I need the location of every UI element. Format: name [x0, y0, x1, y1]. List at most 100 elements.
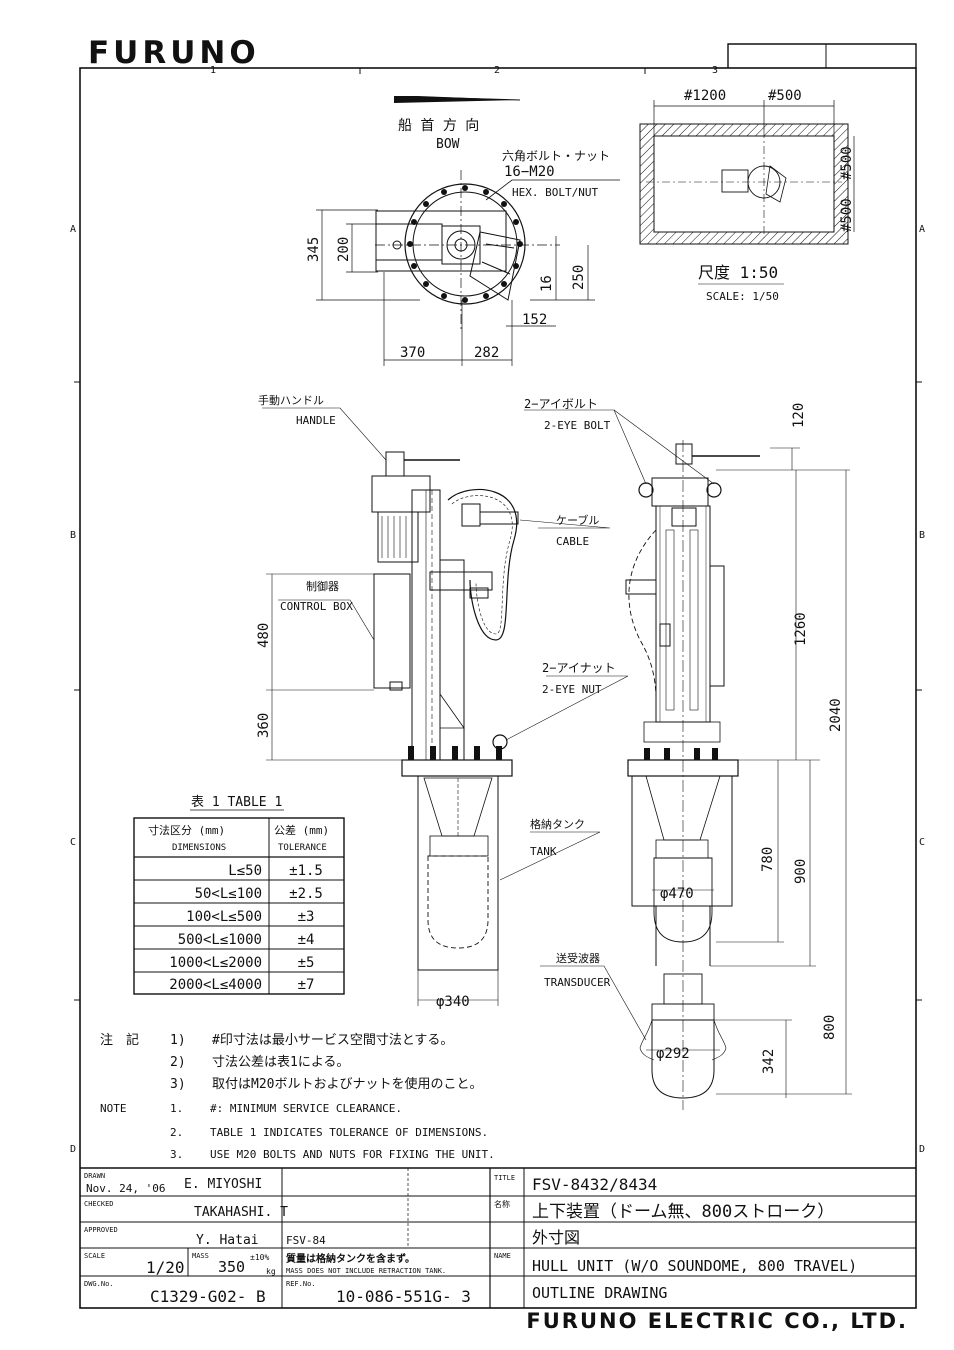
table-cell-dim: 2000<L≤4000 [169, 977, 262, 993]
dim-500-top: #500 [768, 88, 802, 104]
mass-value: 350 [218, 1258, 245, 1276]
dim-360: 360 [256, 713, 272, 738]
mass-note-en: MASS DOES NOT INCLUDE RETRACTION TANK. [286, 1267, 446, 1275]
clearance-view [639, 100, 855, 245]
scale-value: 1/20 [146, 1258, 185, 1277]
dim-200: 200 [336, 237, 352, 262]
mass-tolerance: ±10% [250, 1253, 269, 1262]
table-cell-dim: 1000<L≤2000 [169, 955, 262, 971]
top-view-labels: 船 首 方 向 BOW 六角ボルト・ナット 16−M20 HEX. BOLT/N… [398, 118, 610, 199]
row-label-d-right: D [919, 1144, 925, 1155]
eye-nut-label-jp: 2−アイナット [542, 661, 616, 675]
tank-label-en: TANK [530, 845, 557, 858]
table-cell-tol: ±1.5 [289, 863, 323, 879]
dim-phi292: φ292 [656, 1046, 690, 1062]
product-name-en: HULL UNIT (W/O SOUNDOME, 800 TRAVEL) [532, 1257, 857, 1275]
dim-phi470: φ470 [660, 886, 694, 902]
bow-label-en: BOW [436, 137, 460, 152]
side-view [262, 407, 519, 1006]
note-jp-number: 2) [170, 1055, 186, 1070]
drawing-frame [74, 43, 922, 1309]
handle-label-jp: 手動ハンドル [258, 393, 324, 407]
control-box-label-en: CONTROL BOX [280, 600, 353, 613]
checked-label: CHECKED [84, 1200, 114, 1208]
scale-label: SCALE [84, 1252, 105, 1260]
approved-by: Y. Hatai [196, 1233, 259, 1248]
row-label-a-right: A [919, 224, 925, 235]
dwg-number: C1329-G02- B [150, 1287, 266, 1306]
title-block-text: DRAWN Nov. 24, '06 E. MIYOSHI CHECKED TA… [84, 1172, 857, 1306]
mass-note-jp: 質量は格納タンクを含まず。 [286, 1252, 415, 1265]
dim-500-right-upper: #500 [839, 146, 855, 180]
col-label-2: 2 [494, 65, 500, 76]
drawn-by: E. MIYOSHI [184, 1177, 262, 1192]
transducer-label-jp: 送受波器 [556, 951, 600, 965]
mass-unit: kg [266, 1267, 276, 1276]
row-label-b-right: B [919, 530, 925, 541]
row-label-c-left: C [70, 837, 76, 848]
dim-480: 480 [256, 623, 272, 648]
title-label: TITLE [494, 1174, 515, 1182]
checked-by: TAKAHASHI. T [194, 1205, 288, 1220]
table-cell-dim: 500<L≤1000 [178, 932, 262, 948]
bolt-label-jp: 六角ボルト・ナット [502, 149, 610, 163]
mass-label: MASS [192, 1252, 209, 1260]
table-cell-tol: ±3 [298, 909, 315, 925]
dim-2040: 2040 [828, 698, 844, 732]
scale-en: SCALE: 1/50 [706, 290, 779, 303]
model-ref: FSV-84 [286, 1234, 326, 1247]
row-label-c-right: C [919, 837, 925, 848]
dim-500-right-lower: #500 [839, 198, 855, 232]
dim-342: 342 [761, 1049, 777, 1074]
furuno-logo: FURUNO [88, 35, 260, 71]
top-view-dims [316, 209, 595, 366]
note-en-text: USE M20 BOLTS AND NUTS FOR FIXING THE UN… [210, 1148, 495, 1161]
tol-header-en: TOLERANCE [278, 843, 327, 853]
scale-jp: 尺度 1:50 [698, 263, 778, 282]
col-label-1: 1 [210, 65, 216, 76]
table-cell-tol: ±4 [298, 932, 315, 948]
eye-nut-label-en: 2-EYE NUT [542, 683, 602, 696]
dim-16: 16 [539, 275, 555, 292]
eye-bolt-label-jp: 2−アイボルト [524, 397, 598, 411]
drawn-date: Nov. 24, '06 [86, 1182, 165, 1195]
row-label-d-left: D [70, 1144, 76, 1155]
row-label-a-left: A [70, 224, 76, 235]
row-label-b-left: B [70, 530, 76, 541]
ref-number: 10-086-551G- 3 [336, 1287, 471, 1306]
dim-152: 152 [522, 312, 547, 328]
dim-120: 120 [791, 403, 807, 428]
notes-label-en: NOTE [100, 1102, 127, 1115]
bolt-label-en: HEX. BOLT/NUT [512, 186, 598, 199]
note-jp-number: 1) [170, 1033, 186, 1048]
table-title: 表 1 TABLE 1 [191, 795, 282, 810]
notes: 注 記 1) #印寸法は最小サービス空間寸法とする。 2) 寸法公差は表1による… [100, 1032, 495, 1161]
drawing-type-jp: 外寸図 [532, 1228, 580, 1247]
company-name: FURUNO ELECTRIC CO., LTD. [526, 1309, 908, 1333]
cable-label-en: CABLE [556, 535, 589, 548]
transducer-label-en: TRANSDUCER [544, 976, 611, 989]
tolerance-table: 表 1 TABLE 1 寸法区分 (mm) DIMENSIONS 公差 (mm)… [133, 795, 345, 995]
name-jp-label: 名称 [494, 1199, 510, 1209]
tol-header-jp: 公差 (mm) [274, 823, 329, 837]
ref-label: REF.No. [286, 1280, 316, 1288]
bow-label-jp: 船 首 方 向 [398, 118, 479, 134]
table-rows: L≤50 ±1.5 50<L≤100 ±2.5 100<L≤500 ±3 500… [169, 863, 323, 993]
name-label: NAME [494, 1252, 511, 1260]
cable-label-jp: ケーブル [556, 513, 599, 527]
dim-900: 900 [793, 859, 809, 884]
dwg-label: DWG.No. [84, 1280, 114, 1288]
table-cell-dim: 50<L≤100 [195, 886, 262, 902]
note-en-text: #: MINIMUM SERVICE CLEARANCE. [210, 1102, 402, 1115]
note-jp-number: 3) [170, 1077, 186, 1092]
drawn-label: DRAWN [84, 1172, 105, 1180]
dim-250: 250 [571, 265, 587, 290]
title-block [80, 1167, 916, 1308]
dim-header-jp: 寸法区分 (mm) [148, 823, 225, 837]
dim-370: 370 [400, 345, 425, 361]
handle-label-en: HANDLE [296, 414, 336, 427]
dim-780: 780 [760, 847, 776, 872]
dim-345: 345 [306, 237, 322, 262]
table-cell-tol: ±2.5 [289, 886, 323, 902]
